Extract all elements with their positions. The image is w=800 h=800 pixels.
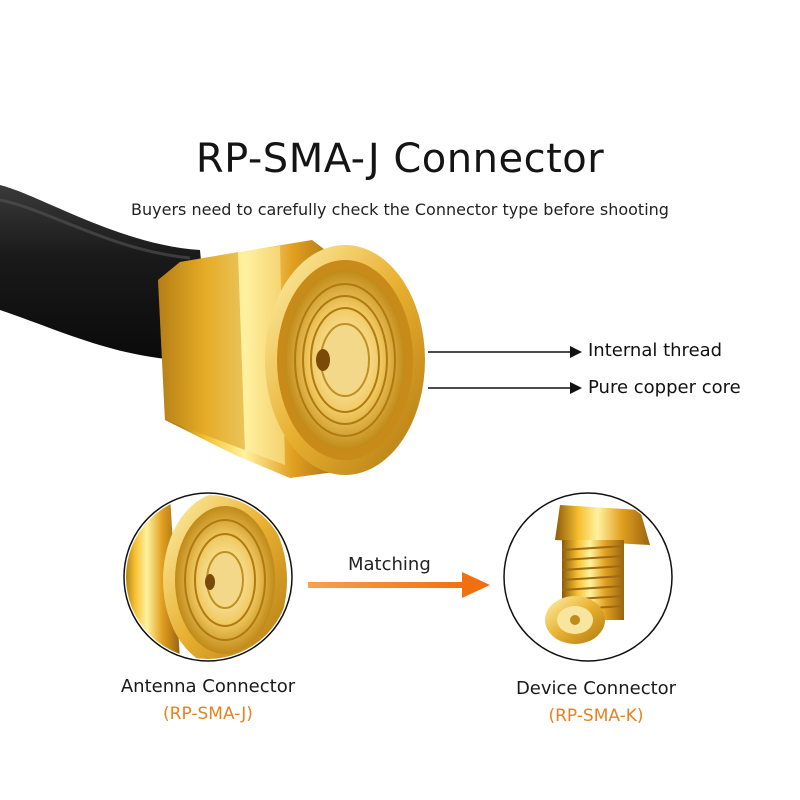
antenna-connector-label: Antenna Connector — [120, 676, 296, 697]
device-connector-type: (RP-SMA-K) — [548, 706, 644, 726]
copper-core-arrow — [428, 382, 582, 394]
device-connector-label: Device Connector — [515, 678, 677, 699]
cable-graphic — [0, 185, 210, 361]
matching-label: Matching — [348, 554, 431, 575]
internal-thread-arrow — [428, 346, 582, 358]
page-subtitle: Buyers need to carefully check the Conne… — [131, 200, 669, 219]
callout-pure-copper-core: Pure copper core — [588, 377, 741, 398]
callout-internal-thread: Internal thread — [588, 340, 723, 361]
page-title: RP-SMA-J Connector — [195, 136, 605, 182]
rp-sma-j-connector-graphic — [158, 240, 425, 478]
antenna-connector-type: (RP-SMA-J) — [163, 704, 253, 724]
device-connector-circle — [503, 492, 673, 662]
matching-arrow — [308, 572, 490, 598]
antenna-connector-circle — [123, 492, 293, 662]
